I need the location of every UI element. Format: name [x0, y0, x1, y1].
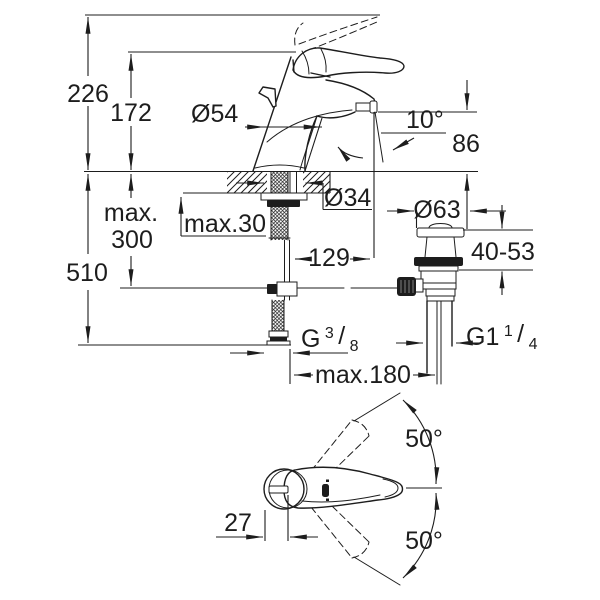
- spout-aerator: [355, 100, 378, 114]
- supply-hose: [272, 300, 284, 331]
- body-circle-outer: [263, 468, 305, 510]
- label-50-up: 50°: [405, 425, 443, 453]
- dimension-129: 129: [294, 244, 371, 272]
- label-max300-line1: max.: [104, 199, 158, 227]
- label-86: 86: [452, 130, 480, 158]
- dimension-max300: max. 300: [104, 173, 158, 287]
- dimension-max180: max.180: [289, 349, 436, 389]
- handle-slot: [268, 485, 289, 494]
- label-thread-supply: G 3 / 8: [301, 322, 359, 355]
- label-510: 510: [66, 259, 108, 287]
- dimension-g38: G 3 / 8: [230, 322, 359, 356]
- dimension-max30: max.30: [178, 196, 266, 238]
- base-collar: [254, 164, 305, 169]
- dimension-40-53: 40-53: [459, 205, 535, 295]
- spout-bottom: [316, 111, 356, 119]
- dimension-angle10: 10°: [337, 106, 446, 258]
- swivel-arc-up: [402, 399, 440, 485]
- label-angle10: 10°: [406, 106, 444, 134]
- reference-lines: [78, 14, 478, 346]
- rod-coupler: [267, 281, 298, 297]
- side-view: 226 172 510 max. 300 max.30: [66, 14, 538, 389]
- swivel-arc-down: [402, 492, 440, 579]
- cartridge-marker: [322, 484, 329, 497]
- dimension-dia34: Ø34: [236, 180, 372, 212]
- waste-flange: [416, 227, 465, 238]
- label-max300-line2: 300: [111, 226, 153, 254]
- waste-seal: [414, 257, 463, 266]
- label-thread-waste: G1 1 / 4: [466, 320, 538, 353]
- knob-port: [414, 278, 424, 293]
- dimension-226: 226: [67, 16, 109, 171]
- back-tab: [258, 86, 277, 108]
- dimension-dia54: Ø54: [191, 100, 323, 172]
- adjust-knob: [397, 277, 416, 296]
- label-max180: max.180: [315, 361, 411, 389]
- top-view: 50° 50° 27: [216, 392, 443, 586]
- mounting-washer: [260, 192, 308, 201]
- extension-line: [304, 117, 323, 172]
- dimension-86: 86: [452, 80, 480, 229]
- spout-top: [325, 79, 376, 104]
- pop-up-waste: [397, 223, 465, 385]
- lever-swivel-up-dashed: [310, 419, 370, 473]
- lever-swivel-down-dashed: [310, 505, 370, 559]
- label-max30: max.30: [184, 210, 266, 238]
- lever-raised-dashed: [298, 16, 378, 45]
- label-129: 129: [308, 244, 350, 272]
- lever-handle: [292, 47, 405, 79]
- swivel-up-direction: [353, 392, 401, 422]
- dimension-g114: G1 1 / 4: [396, 320, 538, 353]
- dimension-172: 172: [110, 53, 152, 171]
- label-dia54: Ø54: [191, 100, 238, 128]
- label-50-down: 50°: [405, 527, 443, 555]
- body-right-edge: [304, 115, 318, 172]
- label-40-53: 40-53: [471, 238, 535, 266]
- label-27: 27: [224, 509, 252, 537]
- gasket: [267, 200, 300, 207]
- waste-tailpipe: [426, 300, 453, 385]
- waste-cap: [428, 223, 453, 229]
- dimension-27: 27: [216, 495, 318, 541]
- hose-nut: [266, 330, 291, 346]
- dimension-dia63: Ø63: [387, 196, 506, 228]
- faucet-body: [252, 16, 405, 172]
- swivel-down-direction: [353, 556, 401, 586]
- label-dia34: Ø34: [324, 184, 371, 212]
- body-left-edge: [252, 56, 292, 172]
- dimension-510: 510: [66, 173, 108, 344]
- label-172: 172: [110, 99, 152, 127]
- waste-body: [420, 270, 457, 290]
- label-dia63: Ø63: [413, 196, 460, 224]
- countertop-section: [183, 171, 398, 346]
- label-226: 226: [67, 80, 109, 108]
- lever-top-view: [283, 466, 404, 509]
- stream-line: [374, 111, 384, 163]
